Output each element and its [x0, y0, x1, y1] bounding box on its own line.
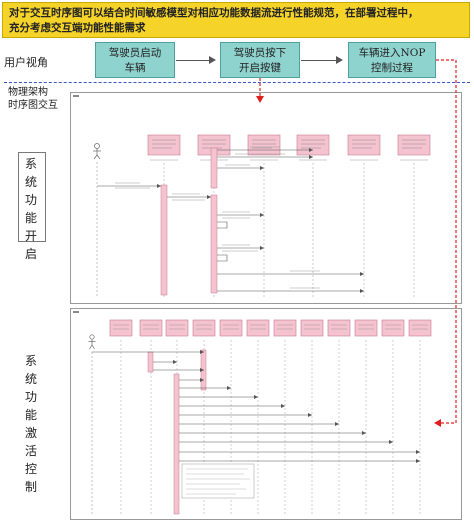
message-labels-1	[115, 146, 320, 289]
step-enter-nop: 车辆进入NOP 控制过程	[348, 42, 436, 78]
section-label-enable: 系统功能开启	[24, 157, 37, 261]
step-3-line-2: 控制过程	[371, 62, 413, 74]
driver-actor-2	[88, 334, 96, 350]
message-heads-1	[157, 148, 364, 293]
red-arrowhead-1	[256, 96, 264, 103]
step-start-vehicle: 驾驶员启动 车辆	[95, 42, 175, 78]
activations-1	[160, 147, 218, 296]
step-1-line-2: 车辆	[124, 62, 146, 74]
physical-architecture-label: 物理架构 时序图交互	[8, 86, 58, 112]
lifeline-heads-2	[109, 319, 432, 337]
section-label-activate: 系统功能激活控制	[24, 354, 37, 494]
physical-label-line-1: 物理架构	[8, 87, 48, 98]
section-box-enable	[18, 152, 46, 242]
diagram-frame-tag	[73, 95, 79, 97]
lifeline-heads-1	[147, 134, 431, 156]
sequence-diagram-activate	[70, 308, 462, 520]
step-1-line-1: 驾驶员启动	[108, 47, 162, 59]
user-view-label: 用户视角	[4, 56, 48, 69]
note-box	[181, 463, 255, 499]
banner-line-1: 对于交互时序图可以结合时间敏感模型对相应功能数据流进行性能规范，在部署过程中，	[9, 7, 419, 19]
lifelines-1	[163, 163, 415, 298]
messages-1	[97, 149, 364, 292]
lifelines-2	[120, 340, 421, 515]
driver-actor-1	[93, 143, 101, 160]
sequence-diagram-enable	[70, 92, 462, 304]
step-2-line-2: 开启按键	[239, 62, 281, 74]
physical-label-line-2: 时序图交互	[8, 100, 58, 111]
step-press-button: 驾驶员按下 开启按键	[220, 42, 300, 78]
description-banner: 对于交互时序图可以结合时间敏感模型对相应功能数据流进行性能规范，在部署过程中， …	[2, 2, 470, 38]
flow-lines-red	[259, 59, 457, 424]
step-3-line-1: 车辆进入NOP	[358, 47, 426, 59]
messages-2	[92, 351, 420, 462]
diagram-frame-tag-2	[73, 311, 79, 313]
flow-arrow-2	[301, 56, 343, 64]
lane-divider	[4, 82, 470, 83]
banner-line-2: 充分考虑交互端功能性能需求	[9, 22, 146, 34]
step-2-line-1: 驾驶员按下	[233, 47, 287, 59]
flow-arrow-1	[176, 56, 216, 64]
red-arrowhead-2	[434, 419, 441, 427]
